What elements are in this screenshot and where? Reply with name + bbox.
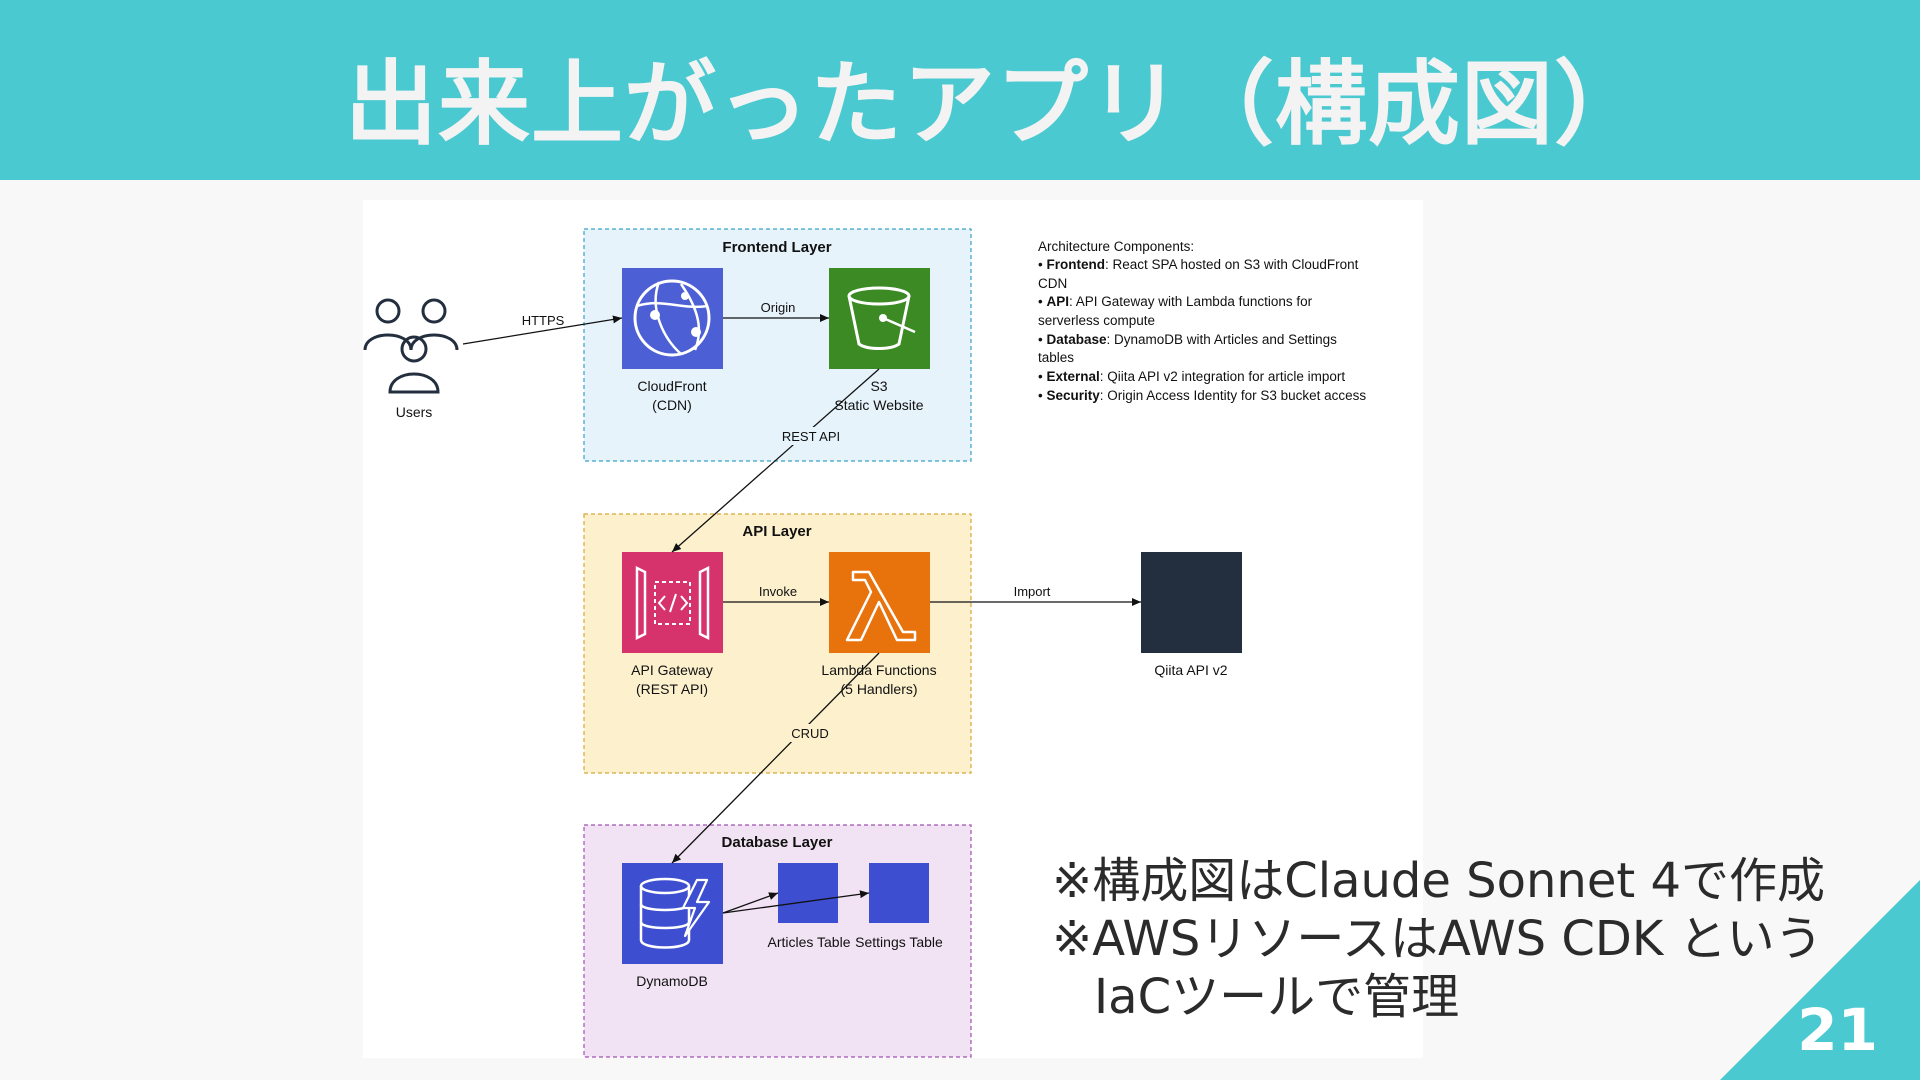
- s3-label-2: Static Website: [834, 397, 923, 413]
- edge-label-bg-crud: [787, 724, 833, 742]
- settings-table-label: Settings Table: [855, 934, 943, 950]
- frontend-layer-title: Frontend Layer: [722, 239, 831, 256]
- lambda-icon: [829, 552, 930, 653]
- component-api-cont: serverless compute: [1038, 313, 1155, 328]
- qiita-api-box: [1141, 552, 1242, 653]
- slide-notes: ※構成図はClaude Sonnet 4で作成 ※AWSリソースはAWS CDK…: [1052, 852, 1825, 1026]
- edge-label-rest-api: REST API: [782, 429, 840, 444]
- edge-label-invoke: Invoke: [759, 584, 797, 599]
- components-heading: Architecture Components:: [1038, 239, 1194, 254]
- component-frontend-cont: CDN: [1038, 276, 1067, 291]
- page-number: 21: [1797, 996, 1878, 1064]
- edge-label-https: HTTPS: [522, 313, 565, 328]
- note-line-2: ※AWSリソースはAWS CDK という: [1052, 911, 1823, 967]
- api-gateway-label-2: (REST API): [636, 681, 708, 697]
- users-icon: [363, 298, 459, 394]
- settings-table-box: [869, 863, 929, 923]
- corner-decoration: [1720, 880, 1920, 1080]
- qiita-label: Qiita API v2: [1154, 662, 1227, 678]
- api-gateway-icon: [622, 552, 723, 653]
- component-database-cont: tables: [1038, 350, 1074, 365]
- dynamodb-icon: [622, 863, 723, 964]
- component-security: • Security: Origin Access Identity for S…: [1038, 388, 1366, 403]
- articles-table-label: Articles Table: [767, 934, 850, 950]
- api-gateway-label-1: API Gateway: [631, 662, 713, 678]
- s3-label-1: S3: [870, 378, 887, 394]
- dynamodb-label: DynamoDB: [636, 973, 708, 989]
- edge-label-bg-rest: [777, 427, 845, 445]
- note-line-3: IaCツールで管理: [1094, 969, 1460, 1025]
- component-frontend: • Frontend: React SPA hosted on S3 with …: [1038, 257, 1359, 272]
- cloudfront-icon: [622, 268, 723, 369]
- diagram-canvas: Frontend Layer API Layer Database Layer …: [363, 228, 1366, 1058]
- users-label: Users: [396, 404, 433, 420]
- architecture-components: Architecture Components: • Frontend: Rea…: [1038, 239, 1366, 403]
- edge-s3-apigateway: [671, 368, 880, 553]
- edge-label-origin: Origin: [761, 300, 796, 315]
- database-layer-title: Database Layer: [722, 834, 833, 851]
- edge-dynamodb-settings: [722, 890, 870, 914]
- component-database: • Database: DynamoDB with Articles and S…: [1038, 332, 1337, 347]
- edge-users-cloudfront: [462, 315, 623, 345]
- slide-title: 出来上がったアプリ（構成図）: [345, 51, 1648, 158]
- edge-label-import: Import: [1014, 584, 1051, 599]
- edge-label-crud: CRUD: [791, 726, 829, 741]
- edge-lambda-dynamodb: [671, 652, 880, 864]
- lambda-label-2: (5 Handlers): [840, 681, 917, 697]
- lambda-label-1: Lambda Functions: [821, 662, 936, 678]
- title-bar: 出来上がったアプリ（構成図）: [0, 0, 1920, 180]
- component-external: • External: Qiita API v2 integration for…: [1038, 369, 1345, 384]
- s3-bucket-icon: [829, 268, 930, 369]
- architecture-diagram: Frontend Layer API Layer Database Layer …: [363, 200, 1423, 1058]
- api-layer-title: API Layer: [742, 523, 811, 540]
- cloudfront-label-2: (CDN): [652, 397, 692, 413]
- cloudfront-label-1: CloudFront: [637, 378, 706, 394]
- note-line-1: ※構成図はClaude Sonnet 4で作成: [1052, 853, 1825, 909]
- component-api: • API: API Gateway with Lambda functions…: [1038, 294, 1313, 309]
- edge-dynamodb-articles: [722, 892, 779, 914]
- articles-table-box: [778, 863, 838, 923]
